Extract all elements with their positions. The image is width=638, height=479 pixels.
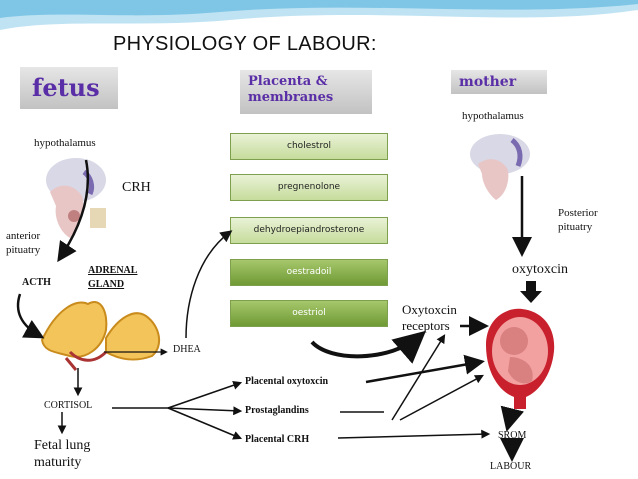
posterior-pituitary-label: Posterior pituatry	[558, 207, 598, 233]
adrenal-gland-icon	[40, 301, 161, 371]
arrow-dhea-placenta	[185, 230, 233, 339]
page-title: PHYSIOLOGY OF LABOUR:	[113, 33, 377, 55]
placental-crh-label: Placental CRH	[245, 434, 310, 445]
labour-label: LABOUR	[490, 461, 532, 472]
maternal-brain-icon	[470, 134, 530, 200]
step-cholesterol: cholestrol	[230, 133, 388, 160]
dhea-label: DHEA	[173, 344, 201, 355]
mother-header: mother	[451, 70, 547, 94]
prostaglandins-label: Prostaglandins	[245, 405, 309, 416]
arrow-acth	[16, 293, 45, 339]
placenta-header: Placenta & membranes	[240, 70, 372, 114]
fetal-hypothalamus-label: hypothalamus	[34, 137, 96, 149]
step-oestriol: oestriol	[230, 300, 388, 327]
anterior-pituitary-label: anterior pituatry	[6, 230, 41, 256]
adrenal-gland-label: ADRENAL GLAND	[88, 265, 138, 290]
arrow-uterus-srom	[500, 405, 525, 432]
acth-label: ACTH	[22, 277, 51, 288]
arrow-oxytocin-uterus	[365, 354, 485, 384]
cortisol-label: CORTISOL	[44, 400, 93, 411]
maternal-hypothalamus-label: hypothalamus	[462, 110, 524, 122]
top-banner	[0, 0, 638, 30]
step-pregnenolone: pregnenolone	[230, 174, 388, 201]
step-oestradiol: oestradoil	[230, 259, 388, 286]
arrow-prost-uterus	[399, 374, 484, 421]
placental-oxytocin-label: Placental oxytoxcin	[245, 376, 329, 387]
arrow-crh-srom	[337, 429, 491, 439]
step-dhea-full: dehydroepiandrosterone	[230, 217, 388, 244]
fetal-lung-maturity-label: Fetal lung maturity	[34, 438, 91, 470]
arrow-oxytocin-down	[520, 281, 542, 303]
arrow-crh	[57, 159, 90, 263]
fetal-brain-icon	[46, 158, 106, 238]
uterus-icon	[486, 308, 555, 409]
crh-label: CRH	[122, 180, 151, 195]
arrow-to-oxytocin	[167, 380, 243, 409]
arrow-oestriol-receptors	[310, 330, 427, 364]
oxytocin-receptors-label: Oxytoxcin receptors	[402, 302, 457, 333]
maternal-oxytocin-label: oxytoxcin	[512, 262, 568, 277]
arrow-to-crh	[167, 407, 243, 440]
arrow-to-prostaglandins	[167, 406, 243, 416]
srom-label: SROM	[498, 430, 527, 441]
fetus-header: fetus	[20, 67, 118, 109]
arrow-prost-receptors	[391, 334, 446, 421]
